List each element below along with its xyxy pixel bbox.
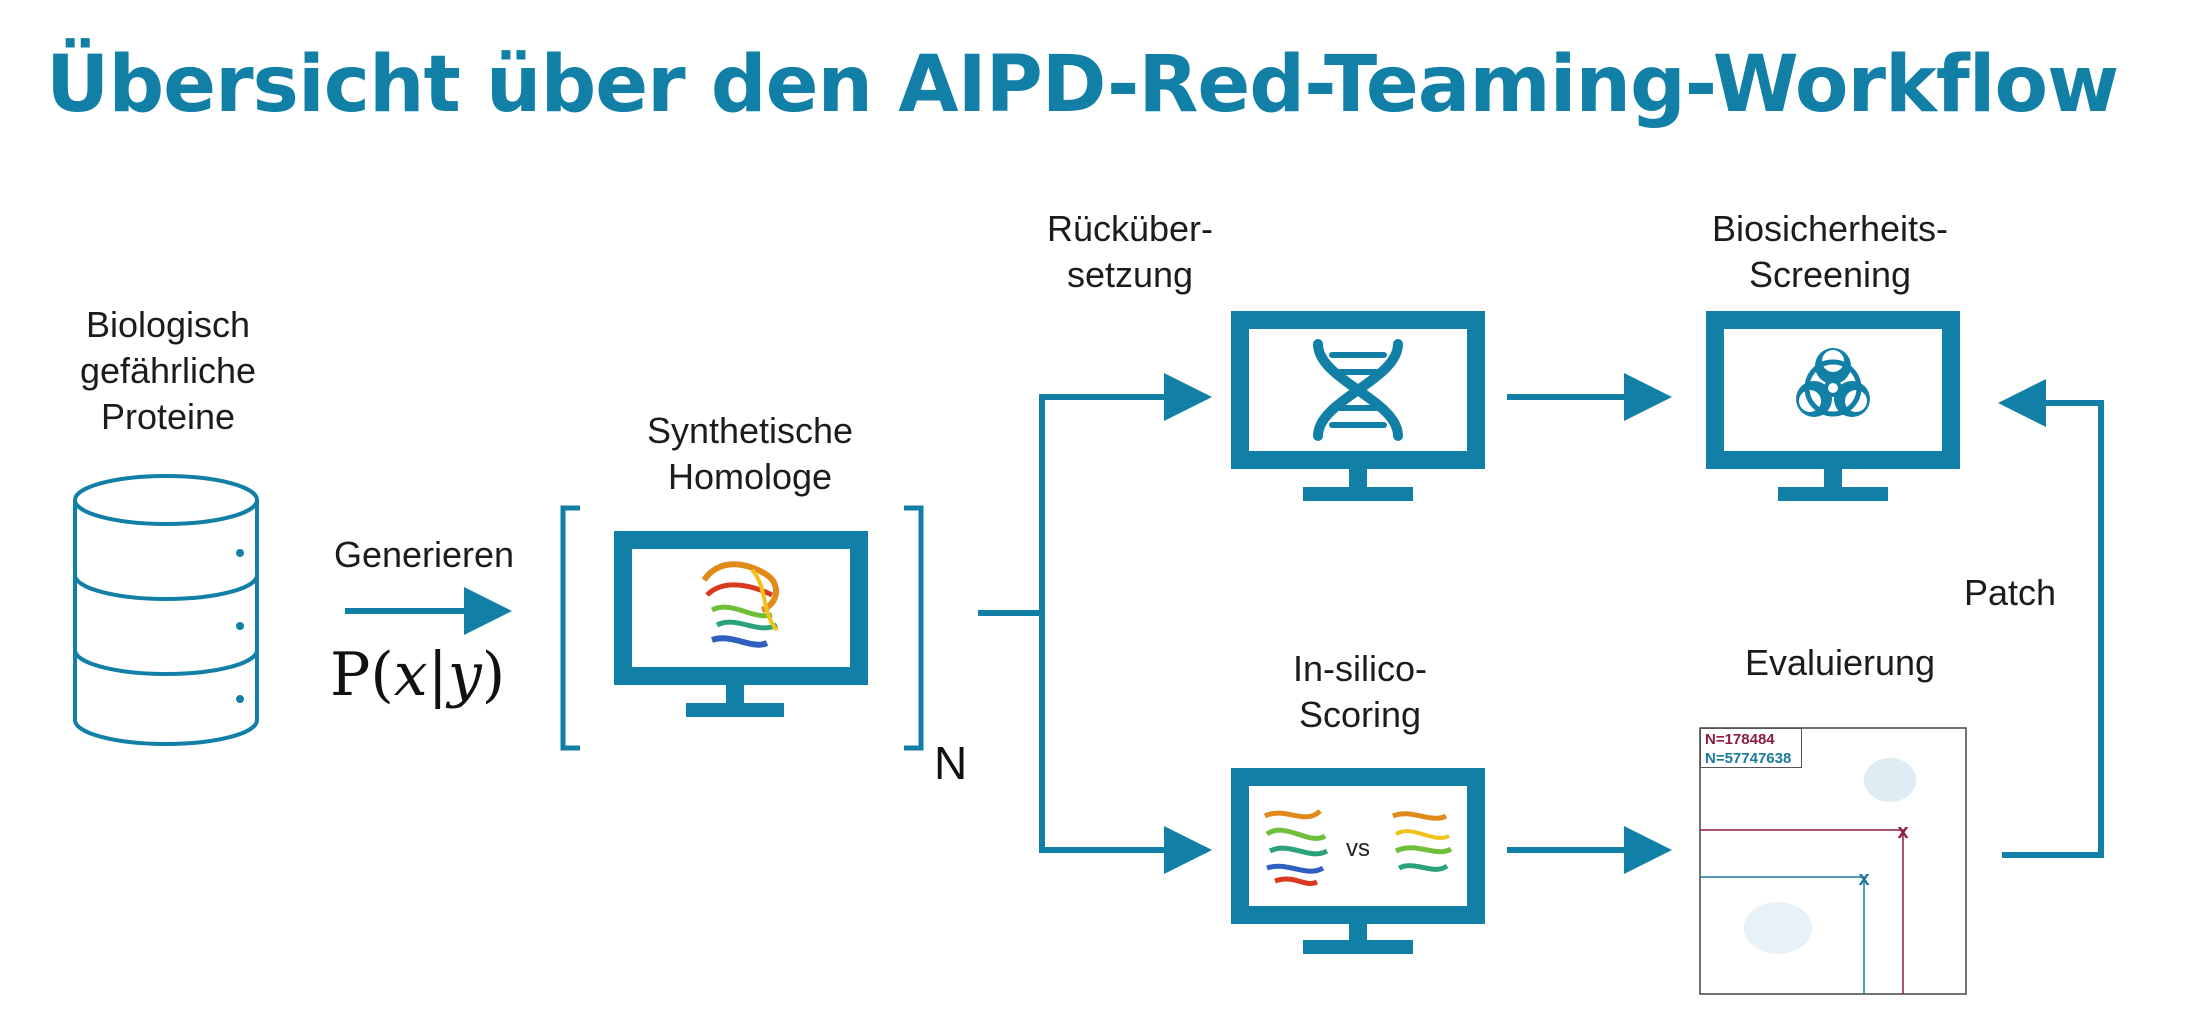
repeat-brackets [560,505,924,751]
vs-text: vs [1346,835,1370,862]
series-a-marker: x [1897,821,1908,843]
page-title: Übersicht über den AIPD-Red-Teaming-Work… [46,40,2119,130]
series-b-guide [1700,876,1865,994]
series-b-marker: x [1858,868,1869,890]
back-translation-label: Rücküber- setzung [1046,208,1214,295]
patch-label: Patch [1963,572,2057,613]
legend-entry-a: N=178484 [1705,731,1775,748]
split-connector [978,394,1207,853]
generate-label: Generieren [333,534,515,575]
repeat-count-label: N [934,737,968,789]
protein-structure-icon [701,561,779,648]
database-label: Biologisch gefährliche Proteine [79,304,257,437]
dna-icon [1313,339,1403,441]
screening-monitor [1706,311,1960,501]
database-icon [73,474,259,746]
scoring-monitor [1231,768,1485,954]
series-a-guide [1700,829,1904,994]
evaluation-plot: x x [1699,727,1967,995]
biohazard-icon [1796,348,1870,417]
evaluation-legend: N=178484 N=57747638 [1700,728,1802,768]
probability-formula: P(x|y) [330,640,506,710]
screening-label: Biosicherheits- Screening [1711,208,1949,295]
scoring-label: In-silico- Scoring [1292,648,1427,735]
evaluation-label: Evaluierung [1744,642,1936,683]
homologs-label: Synthetische Homologe [646,410,854,497]
patch-feedback-line [2002,400,2104,858]
protein-compare-icon: vs [1263,809,1453,886]
legend-entry-b: N=57747638 [1705,750,1792,767]
